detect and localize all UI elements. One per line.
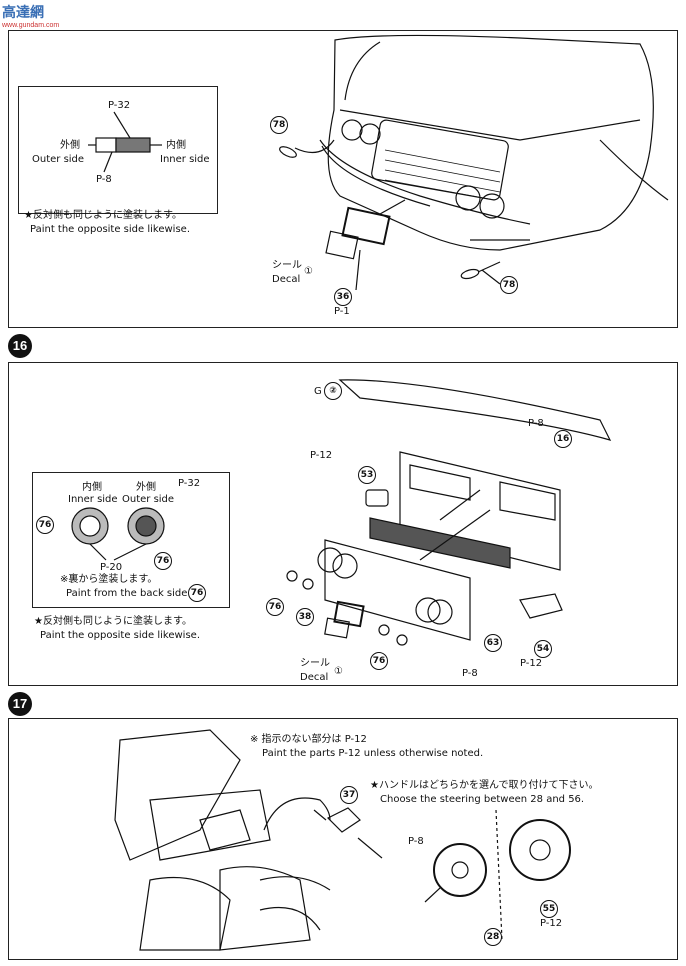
outer-side-swatch: [95, 137, 117, 153]
inner-jp-16: 内側: [82, 482, 102, 493]
decal-num-15: ①: [304, 266, 313, 277]
paint-p8-bottom: P-8: [462, 668, 478, 679]
leader-78-bottom: [477, 261, 501, 273]
back-note-part: 76: [188, 584, 206, 602]
arrow-16a: [419, 509, 491, 561]
decal-jp-16: シール: [300, 658, 330, 669]
part-38: 38: [296, 608, 314, 626]
part-55: 55: [540, 900, 558, 918]
paint-54: P-12: [520, 658, 543, 669]
inset-note-en: Paint the opposite side likewise.: [30, 224, 190, 235]
part-54-shape: [519, 593, 563, 619]
steering-divider: [495, 809, 503, 941]
outer-en-16: Outer side: [122, 494, 175, 505]
top-pointer: [113, 111, 131, 139]
inset-bottom-paint: P-8: [96, 174, 112, 185]
part-g2-label: G: [314, 386, 322, 397]
inner-ring-inner: [79, 515, 101, 537]
steer-jp: ★ハンドルはどちらかを選んで取り付けて下さい。: [370, 780, 599, 791]
part-78-top: 78: [270, 116, 288, 134]
leader-37: [263, 797, 331, 831]
part-63-shape: [369, 517, 511, 569]
part-53: 53: [358, 466, 376, 484]
part-37-shape: [326, 807, 361, 833]
outer-jp-16: 外側: [136, 482, 156, 493]
paint-p12-top: P-12: [310, 450, 333, 461]
part-76-inset-b: 76: [154, 552, 172, 570]
part-78-bottom-shape: [460, 268, 480, 280]
part-76-panel: [324, 539, 471, 641]
part-36-frame: [341, 206, 391, 246]
part-76-c: 76: [266, 598, 284, 616]
part-53-shape: [365, 489, 389, 507]
decal-en-15: Decal: [272, 274, 301, 285]
step-17-number: 17: [8, 692, 32, 716]
steering-56: [509, 819, 571, 881]
part-76-d: 76: [370, 652, 388, 670]
inner-side-swatch: [115, 137, 151, 153]
inner-side-en: Inner side: [160, 154, 210, 165]
decal-jp-15: シール: [272, 260, 302, 271]
inner-side-jp: 内側: [166, 140, 186, 151]
inset-note-jp: ★反対側も同じように塗装します。: [24, 210, 182, 221]
part-78-top-shape: [279, 146, 297, 158]
bottom-pointer: [103, 151, 113, 173]
outer-side-en: Outer side: [32, 154, 85, 165]
part-54: 54: [534, 640, 552, 658]
decal-en-16: Decal: [300, 672, 329, 683]
body-panel: [399, 451, 561, 571]
part-78-bottom: 78: [500, 276, 518, 294]
part-g2-num: ②: [324, 382, 342, 400]
note-jp-16: ★反対側も同じように塗装します。: [34, 616, 192, 627]
step-17-panel: [8, 718, 678, 960]
arrow-36: [379, 199, 406, 215]
back-note-jp: ※裏から塗装します。: [60, 574, 158, 585]
part-g2-shape: [338, 379, 612, 441]
car-front-body: [319, 34, 669, 251]
steering-28: [433, 843, 487, 897]
steer-en: Choose the steering between 28 and 56.: [380, 794, 585, 805]
inner-en-16: Inner side: [68, 494, 118, 505]
note-en-16: Paint the opposite side likewise.: [40, 630, 200, 641]
outer-side-jp: 外側: [60, 140, 80, 151]
inset-bottom-paint-16: P-20: [100, 562, 123, 573]
part-36: 36: [334, 288, 352, 306]
part-37: 37: [340, 786, 358, 804]
paint-55: P-12: [540, 918, 563, 929]
note-jp-17: ※ 指示のない部分は P-12: [250, 734, 367, 745]
part-16: 16: [554, 430, 572, 448]
grille-lines: [384, 149, 501, 201]
part-76-inset-a: 76: [36, 516, 54, 534]
part-63: 63: [484, 634, 502, 652]
paint-36: P-1: [334, 306, 350, 317]
decal-num-16: ①: [334, 666, 343, 677]
decal-15-shape: [325, 230, 359, 260]
outer-ring-inner: [135, 515, 157, 537]
front-bumper-parts: [286, 379, 612, 646]
leader-78-top: [294, 139, 335, 154]
dashboard-assembly: [114, 729, 331, 951]
paint-28: P-8: [408, 836, 424, 847]
inset-top-paint-16: P-32: [178, 478, 201, 489]
inset-top-paint: P-32: [108, 100, 131, 111]
note-en-17: Paint the parts P-12 unless otherwise no…: [262, 748, 484, 759]
steering-28-arrow: [424, 887, 441, 903]
step-16-number: 16: [8, 334, 32, 358]
back-note-en: Paint from the back side of: [66, 588, 201, 599]
